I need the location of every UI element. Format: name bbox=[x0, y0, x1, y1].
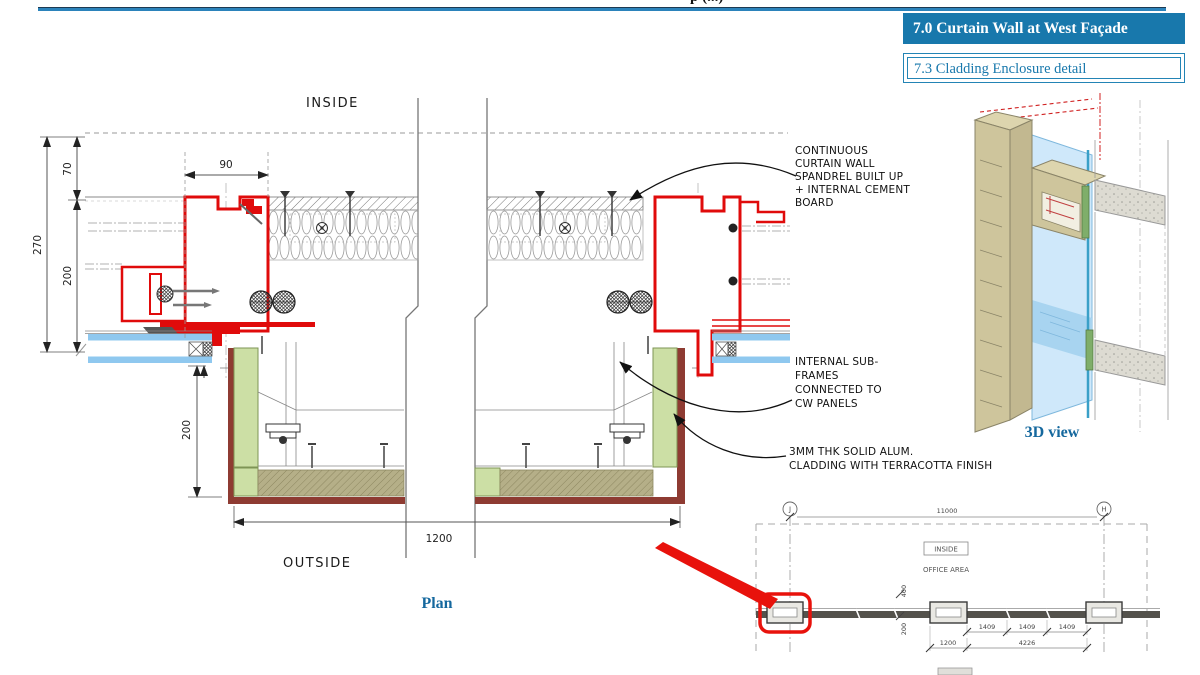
svg-text:SPANDREL BUILT UP: SPANDREL BUILT UP bbox=[795, 171, 903, 183]
kp-inside-label: INSIDE bbox=[934, 546, 958, 554]
annotation-spandrel: CONTINUOUS CURTAIN WALL SPANDREL BUILT U… bbox=[795, 145, 910, 209]
kp-dim-subtotal: 4226 bbox=[1019, 639, 1036, 647]
svg-text:FRAMES: FRAMES bbox=[795, 370, 839, 382]
kp-cropped-box bbox=[937, 667, 973, 675]
spandrel-panel bbox=[267, 191, 644, 261]
inside-label: INSIDE bbox=[306, 96, 359, 111]
kp-highlight-leader bbox=[655, 542, 778, 609]
dim-frame-zone: 200 bbox=[62, 266, 74, 286]
dim-overall: 270 bbox=[32, 235, 44, 255]
kp-highlight-box bbox=[758, 592, 812, 634]
grid-bubble-h: H bbox=[1101, 506, 1106, 514]
svg-text:CLADDING WITH TERRACOTTA FINIS: CLADDING WITH TERRACOTTA FINISH bbox=[789, 460, 992, 472]
cropped-header-text: p (...) bbox=[660, 0, 860, 7]
dim-mullion-width: 90 bbox=[219, 159, 232, 171]
kp-dim-offset-bottom: 200 bbox=[900, 623, 908, 635]
svg-text:CURTAIN WALL: CURTAIN WALL bbox=[795, 158, 875, 170]
kp-dim-offset-top: 400 bbox=[900, 585, 908, 597]
kp-enclosure-boxes bbox=[766, 601, 1123, 624]
dim-glazing-zone: 70 bbox=[62, 162, 74, 175]
dimensions bbox=[40, 136, 681, 528]
kp-dim-module: 1200 bbox=[940, 639, 957, 647]
kp-dim-panel-3: 1409 bbox=[1059, 623, 1076, 631]
plan-detail: 270 70 200 90 200 1200 INSIDE OUTSIDE Pl… bbox=[32, 96, 992, 612]
grid-bubble-j: J bbox=[788, 506, 791, 514]
svg-text:3MM THK SOLID ALUM.: 3MM THK SOLID ALUM. bbox=[789, 446, 913, 458]
internal-sub-frames bbox=[257, 342, 653, 467]
annotation-cladding: 3MM THK SOLID ALUM. CLADDING WITH TERRAC… bbox=[789, 446, 992, 472]
svg-text:CONTINUOUS: CONTINUOUS bbox=[795, 145, 868, 157]
svg-text:BOARD: BOARD bbox=[795, 197, 834, 209]
plan-caption: Plan bbox=[421, 595, 452, 612]
svg-text:CONNECTED TO: CONNECTED TO bbox=[795, 384, 882, 396]
stack-joint-bolts bbox=[249, 290, 653, 314]
key-plan: J H 11000 INSIDE OFFICE AREA bbox=[655, 501, 1160, 675]
svg-text:INTERNAL SUB-: INTERNAL SUB- bbox=[795, 356, 878, 368]
sub-frame-fixings bbox=[261, 336, 649, 468]
dim-cladding-depth: 200 bbox=[181, 420, 193, 440]
detail-title: 7.3 Cladding Enclosure detail bbox=[914, 61, 1087, 77]
annotation-leaders bbox=[619, 162, 797, 459]
section-title: 7.0 Curtain Wall at West Façade bbox=[913, 20, 1128, 37]
outside-label: OUTSIDE bbox=[283, 556, 352, 571]
glazing bbox=[75, 330, 790, 378]
cladding-enclosure bbox=[228, 347, 685, 504]
dim-module: 1200 bbox=[426, 533, 453, 545]
kp-dim-panel-1: 1409 bbox=[979, 623, 996, 631]
top-rule bbox=[38, 7, 1166, 11]
annotation-subframes: INTERNAL SUB- FRAMES CONNECTED TO CW PAN… bbox=[795, 356, 882, 410]
three-d-caption: 3D view bbox=[1025, 424, 1080, 441]
kp-dim-panel-2: 1409 bbox=[1019, 623, 1036, 631]
three-d-view: 3D view bbox=[973, 93, 1169, 441]
break-line-left bbox=[405, 98, 419, 558]
left-mullion-profile bbox=[120, 195, 315, 346]
detail-title-box: 7.3 Cladding Enclosure detail bbox=[903, 53, 1185, 83]
svg-text:+ INTERNAL CEMENT: + INTERNAL CEMENT bbox=[795, 184, 910, 196]
section-title-banner: 7.0 Curtain Wall at West Façade bbox=[903, 13, 1185, 44]
svg-text:CW PANELS: CW PANELS bbox=[795, 398, 858, 410]
kp-area-label: OFFICE AREA bbox=[923, 566, 969, 574]
kp-dim-overall: 11000 bbox=[937, 507, 958, 515]
